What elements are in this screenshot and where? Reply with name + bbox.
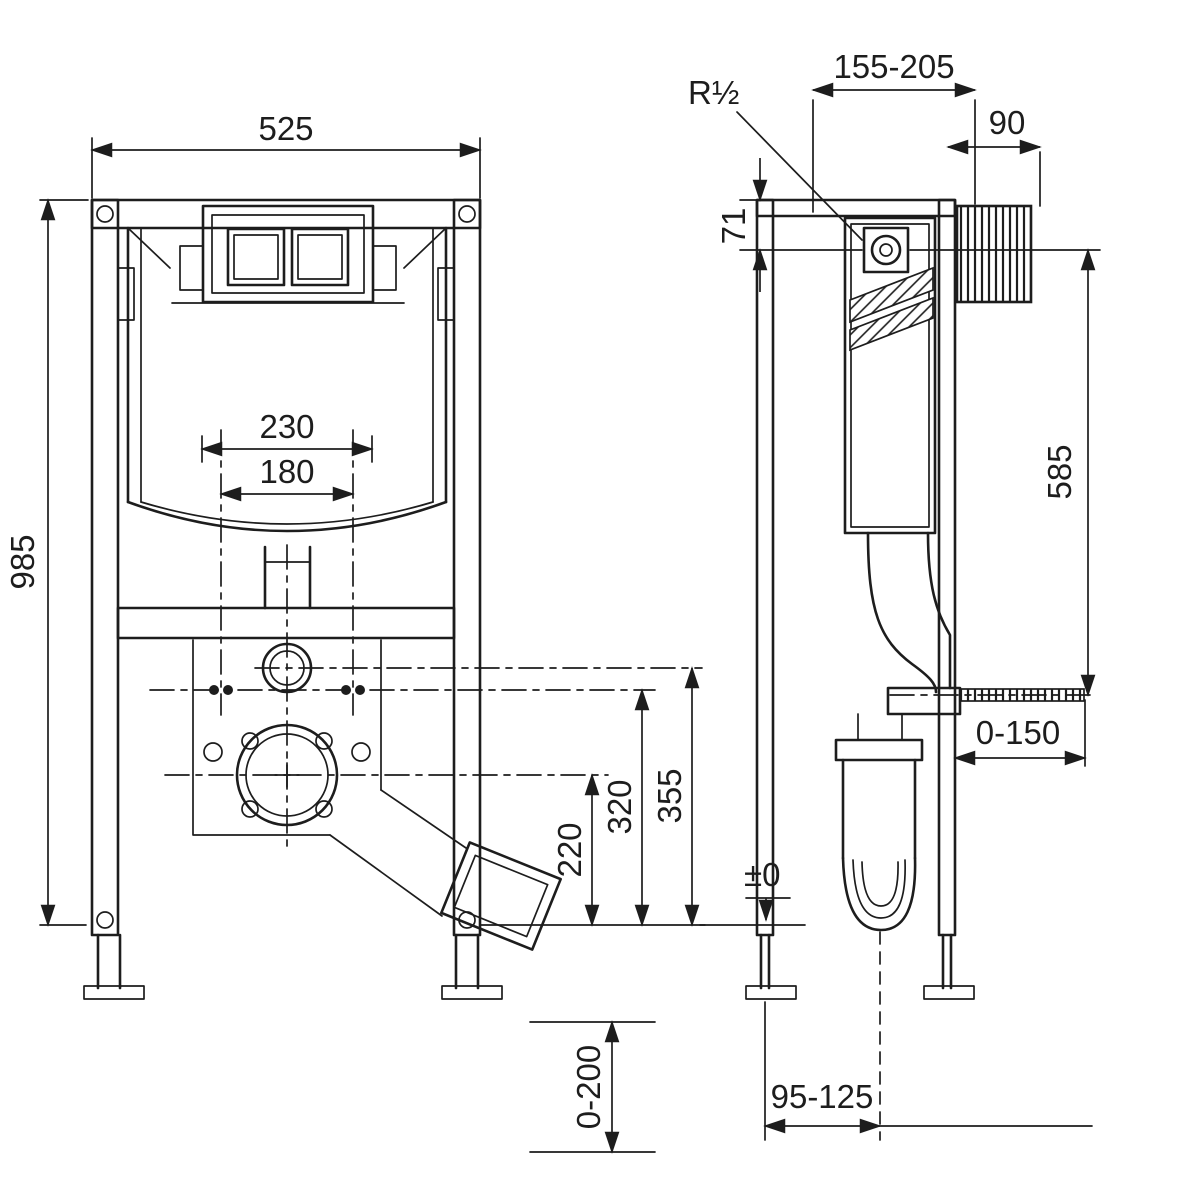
fixing-height-label: 320 <box>601 779 638 834</box>
wall-bracket-block <box>955 204 1033 304</box>
dim-outlet-offset: 95-125 <box>763 1001 1093 1141</box>
inlet-height-label: 355 <box>651 768 688 823</box>
dim-front-width: 525 <box>90 110 482 199</box>
bracket-depth-label: 90 <box>989 104 1026 141</box>
bolt-outer-label: 230 <box>259 408 314 445</box>
foot-range-label: 0-200 <box>570 1045 607 1129</box>
dim-bolt-spacing: 230 180 <box>200 408 374 716</box>
cistern-front <box>126 226 448 533</box>
outlet-height-label: 220 <box>551 822 588 877</box>
rod-height-label: 585 <box>1041 444 1078 499</box>
frame-front <box>83 198 503 1000</box>
bolt-inner-label: 180 <box>259 453 314 490</box>
floor-datum-label: ±0 <box>744 856 780 893</box>
dim-inlet-offset: 71 <box>715 158 863 292</box>
dim-front-height: 985 <box>4 198 89 927</box>
dim-rod-height: 585 <box>909 248 1101 697</box>
flush-plate <box>171 204 405 304</box>
flush-pipe-side <box>866 531 1095 716</box>
rail-tabs <box>117 267 455 321</box>
outlet-offset-label: 95-125 <box>771 1078 874 1115</box>
dim-depth-range: 155-205 <box>811 48 977 213</box>
inlet-offset-label: 71 <box>715 208 752 245</box>
floor-datum: ±0 <box>699 856 806 926</box>
flush-pipe-front <box>263 544 312 849</box>
outlet-pipe-side <box>834 713 924 1141</box>
water-connection-callout: R½ <box>688 74 863 241</box>
front-height-label: 985 <box>4 534 41 589</box>
dim-heights: 355 320 220 <box>551 666 700 927</box>
rod-range-label: 0-150 <box>976 714 1060 751</box>
front-view: 525 985 230 180 355 320 220 0-200 <box>4 110 706 1154</box>
dim-rod-range: 0-150 <box>953 699 1087 767</box>
side-view: 155-205 90 71 R½ 585 0-150 ± <box>688 48 1101 1141</box>
front-width-label: 525 <box>258 110 313 147</box>
cistern-side <box>843 216 937 535</box>
dim-bracket-depth: 90 <box>946 104 1042 207</box>
water-conn-label: R½ <box>688 74 739 111</box>
mounting-plate-front <box>192 639 562 951</box>
dim-foot-adjust: 0-200 <box>529 1020 656 1154</box>
depth-range-label: 155-205 <box>833 48 954 85</box>
